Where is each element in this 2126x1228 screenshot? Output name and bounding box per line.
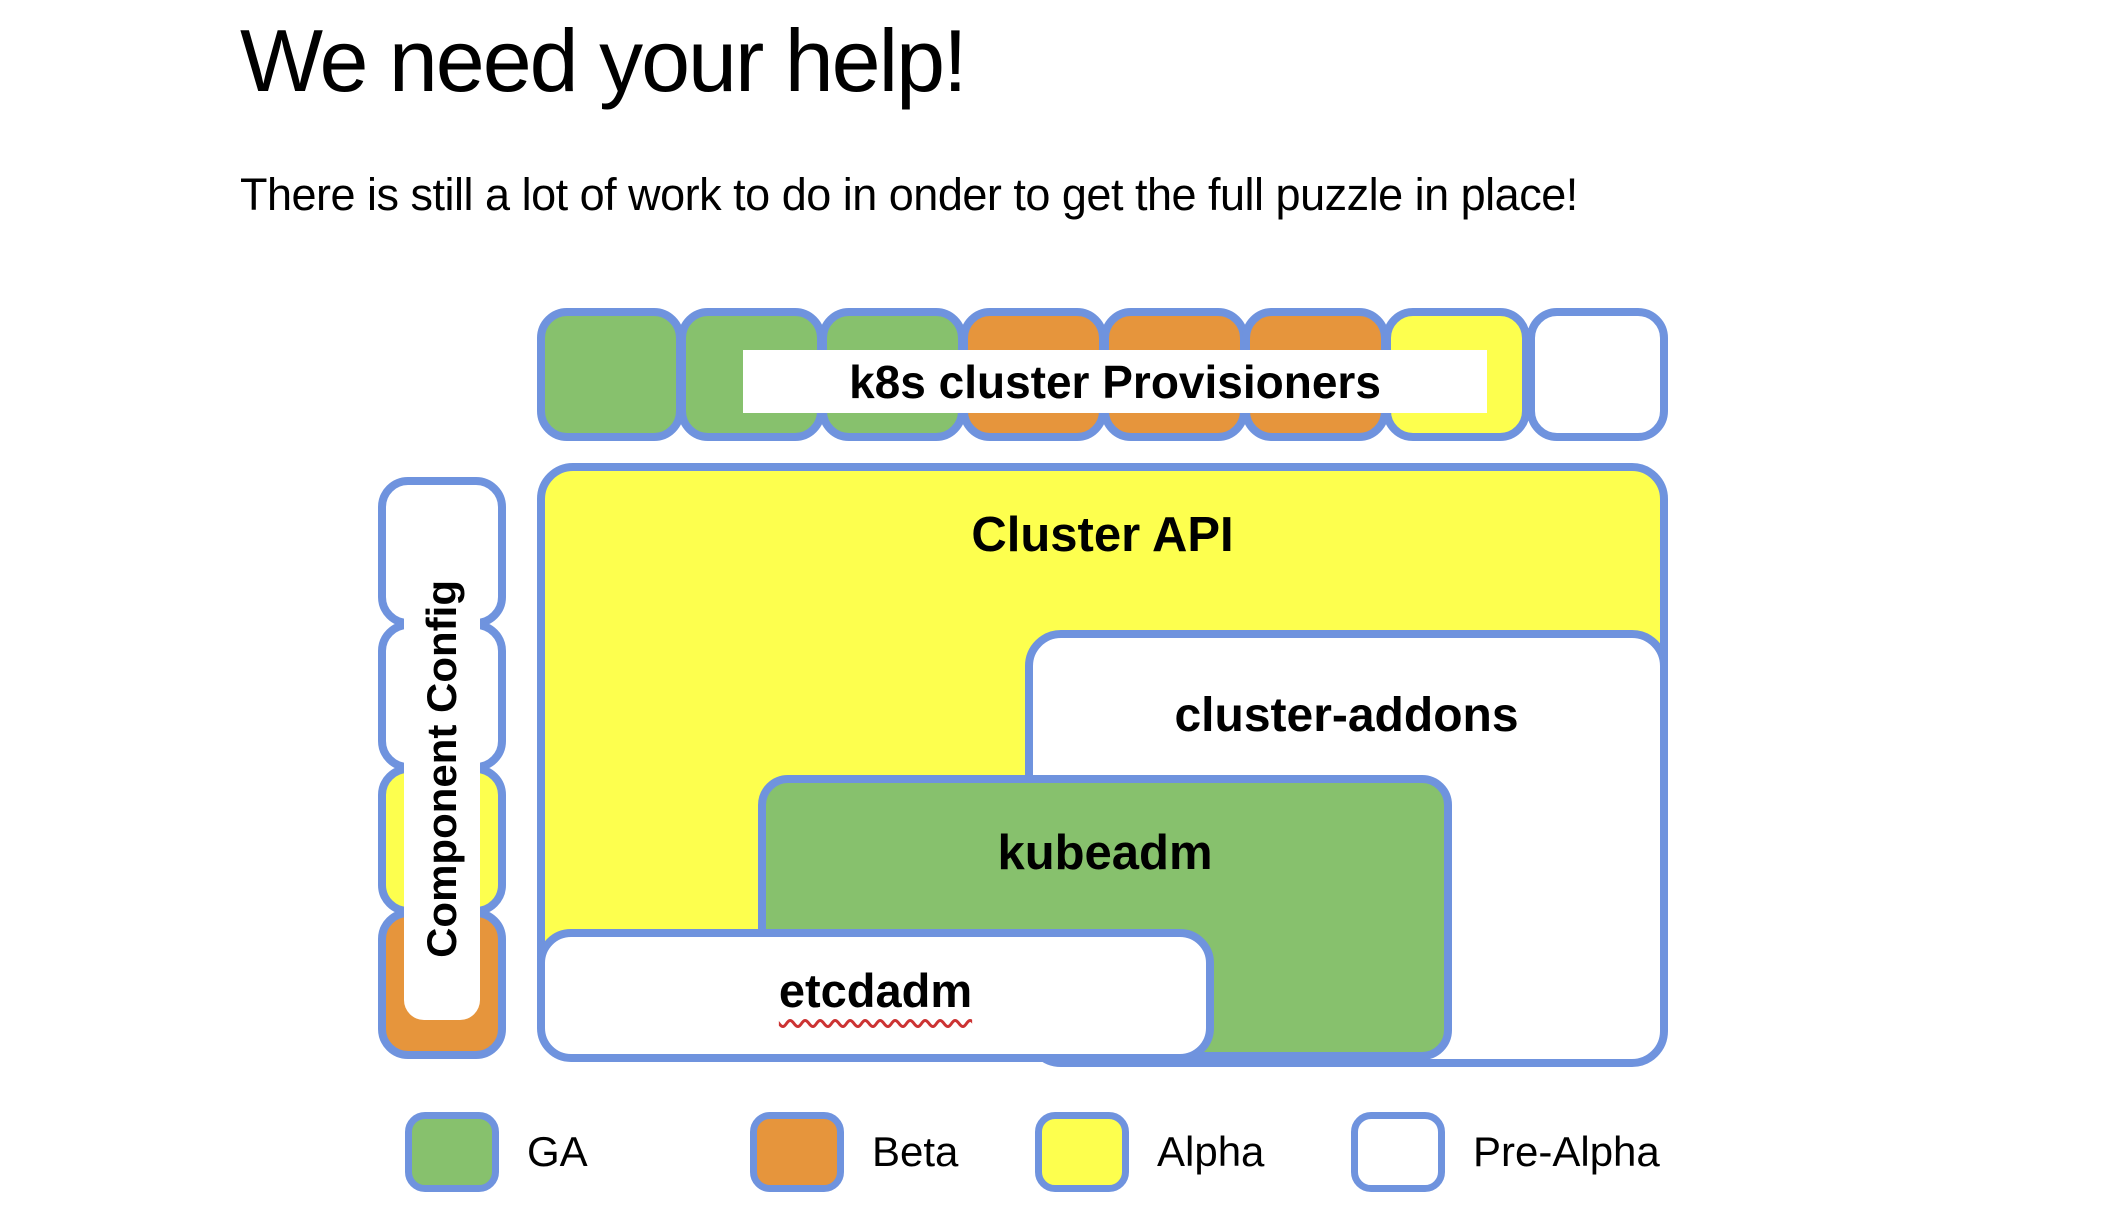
page-subtitle: There is still a lot of work to do in on…	[240, 169, 1578, 220]
etcdadm-block: etcdadm	[537, 929, 1214, 1062]
page-title: We need your help!	[240, 11, 968, 110]
provisioners-label-text: k8s cluster Provisioners	[849, 355, 1381, 408]
provisioners-label: k8s cluster Provisioners	[743, 350, 1487, 413]
legend-item-beta: Beta	[750, 1112, 958, 1192]
legend-swatch-pre_alpha	[1351, 1112, 1445, 1192]
legend-label: Alpha	[1157, 1128, 1265, 1175]
component-config-label: Component Config	[404, 518, 480, 1020]
legend-label: GA	[527, 1128, 588, 1175]
legend-label: Beta	[872, 1128, 959, 1175]
provisioner-piece-pre_alpha	[1527, 308, 1668, 441]
cluster-addons-label: cluster-addons	[1174, 689, 1519, 742]
etcdadm-label: etcdadm	[778, 964, 973, 1017]
legend-swatch-ga	[405, 1112, 499, 1192]
cluster-api-label: Cluster API	[971, 508, 1234, 562]
status-legend: GA Beta Alpha Pre-Alpha	[0, 1112, 2126, 1202]
legend-swatch-alpha	[1035, 1112, 1129, 1192]
legend-label: Pre-Alpha	[1473, 1128, 1660, 1175]
legend-item-pre-alpha: Pre-Alpha	[1351, 1112, 1660, 1192]
legend-swatch-beta	[750, 1112, 844, 1192]
legend-item-ga: GA	[405, 1112, 588, 1192]
legend-item-alpha: Alpha	[1035, 1112, 1264, 1192]
kubeadm-label: kubeadm	[997, 826, 1213, 880]
provisioner-piece-ga	[537, 308, 684, 441]
component-config-label-text: Component Config	[418, 580, 465, 958]
